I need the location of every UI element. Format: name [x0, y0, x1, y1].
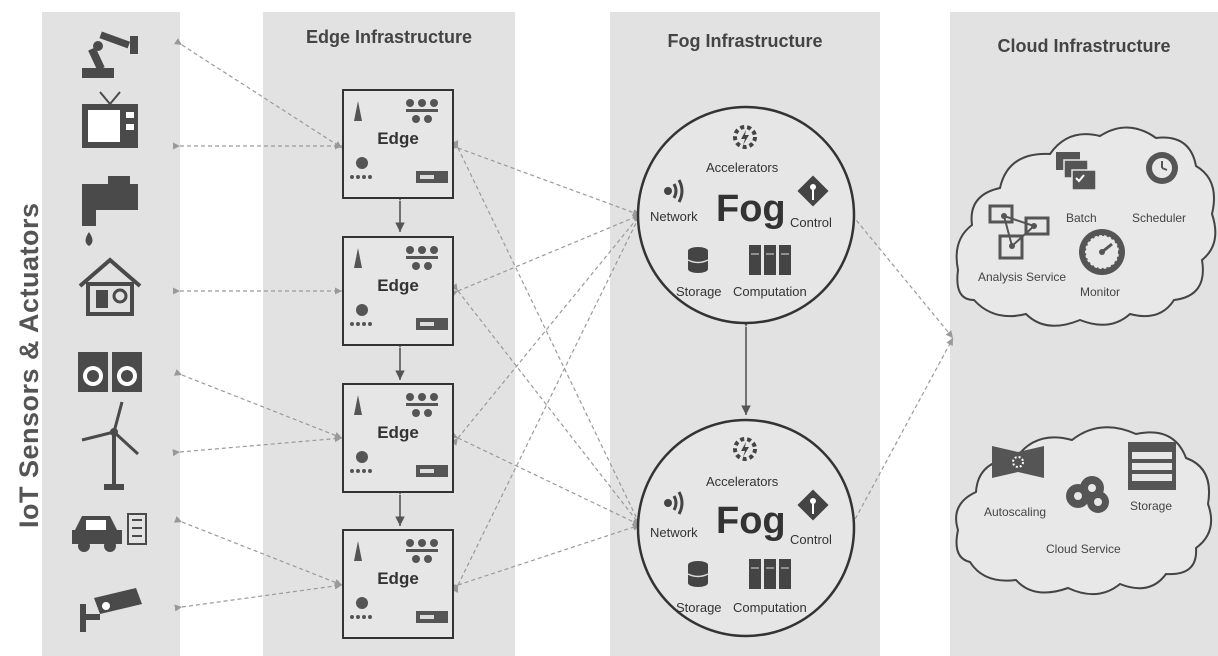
car-icon: [72, 513, 147, 552]
storage-database-icon: [687, 561, 709, 587]
accelerators-gear-icon: [733, 437, 757, 461]
computation-server-icon: [749, 559, 791, 589]
cloud-monitor-label: Monitor: [1080, 285, 1121, 299]
cloud-service-label: Cloud Service: [1046, 542, 1121, 556]
cloud-storage-label: Storage: [1130, 499, 1173, 513]
accelerators-gear-icon: [733, 125, 757, 149]
edge-components-icon: [350, 246, 448, 330]
edge-node-2: Edge: [342, 236, 454, 346]
edge-node-label: Edge: [377, 569, 419, 588]
washing-machine-icon: [78, 352, 142, 392]
cloud-analysis-service-label: Analysis Service: [978, 270, 1067, 284]
edge-node-label: Edge: [377, 129, 419, 148]
edge-components-icon: [350, 539, 448, 623]
cloud-scheduler-label: Scheduler: [1132, 211, 1187, 225]
edge-node-4: Edge: [342, 529, 454, 639]
edge-components-icon: [350, 393, 448, 477]
network-signal-icon: [664, 179, 684, 203]
edge-components-icon: [350, 99, 448, 183]
edge-infrastructure-title: Edge Infrastructure: [305, 27, 473, 47]
fog-storage-label: Storage: [676, 284, 722, 299]
smart-home-icon: [78, 257, 142, 316]
robot-arm-icon: [82, 31, 138, 78]
control-diamond-icon: [797, 175, 829, 207]
scheduler-clock-icon: [1146, 152, 1178, 184]
faucet-icon: [82, 176, 138, 246]
cloud-batch-label: Batch: [1066, 211, 1097, 225]
security-camera-icon: [80, 588, 142, 632]
fog-accelerators-label: Accelerators: [706, 474, 779, 489]
fog-node-title: Fog: [716, 188, 786, 230]
cloud-storage-icon: [1128, 442, 1176, 490]
edge-node-label: Edge: [377, 423, 419, 442]
monitor-gauge-icon: [1079, 229, 1125, 275]
fog-network-label: Network: [650, 209, 698, 224]
fog-storage-label: Storage: [676, 600, 722, 615]
cloud-service-gears-icon: [1066, 476, 1109, 513]
storage-database-icon: [687, 247, 709, 273]
computation-server-icon: [749, 245, 791, 275]
control-diamond-icon: [797, 489, 829, 521]
cloud-autoscaling-label: Autoscaling: [984, 505, 1047, 519]
television-icon: [82, 91, 138, 148]
network-signal-icon: [664, 491, 684, 515]
fog-infrastructure-title: Fog Infrastructure: [667, 31, 823, 51]
fog-computation-label: Computation: [733, 600, 807, 615]
edge-node-3: Edge: [342, 383, 454, 493]
fog-accelerators-label: Accelerators: [706, 160, 779, 175]
wind-turbine-icon: [81, 401, 140, 490]
fog-control-label: Control: [790, 215, 832, 230]
batch-stack-icon: [1056, 152, 1097, 191]
fog-network-label: Network: [650, 525, 698, 540]
analysis-service-icon: [988, 204, 1050, 260]
fog-computation-label: Computation: [733, 284, 807, 299]
fog-node-title: Fog: [716, 500, 786, 542]
edge-node-1: Edge: [342, 89, 454, 199]
fog-control-label: Control: [790, 532, 832, 547]
edge-node-label: Edge: [377, 276, 419, 295]
autoscaling-icon: [992, 446, 1044, 478]
cloud-infrastructure-title: Cloud Infrastructure: [997, 36, 1171, 56]
